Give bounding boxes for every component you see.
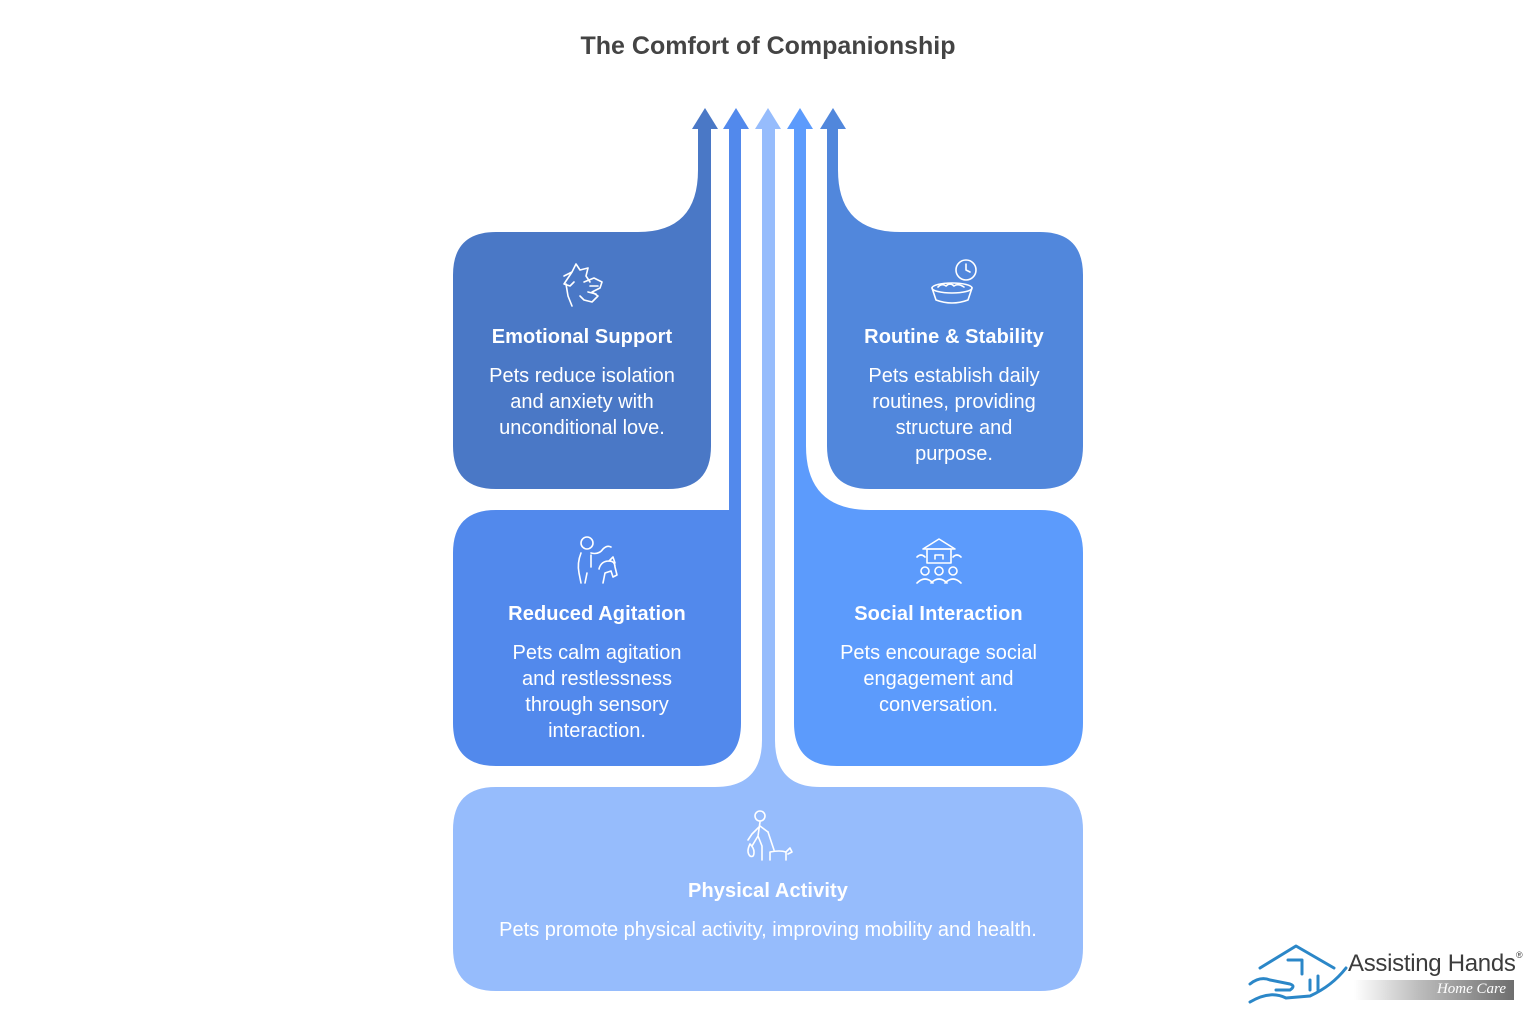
card-heading: Physical Activity <box>688 880 848 902</box>
card-description: Pets reduce isolation and anxiety with u… <box>489 365 675 439</box>
card-social-interaction: Social Interaction Pets encourage social… <box>794 533 1083 718</box>
logo-tagline: Home Care <box>1436 981 1506 997</box>
arrow-head-1 <box>692 108 718 129</box>
card-description: Pets establish daily routines, providing… <box>868 365 1040 465</box>
reduced-agitation-shape <box>453 128 741 766</box>
card-routine-stability: Routine & Stability Pets establish daily… <box>825 256 1083 467</box>
emotional-support-shape <box>453 128 711 489</box>
social-interaction-shape <box>794 128 1083 766</box>
card-description: Pets calm agitation and restlessness thr… <box>512 642 682 742</box>
arrow-head-2 <box>723 108 749 129</box>
group-house-icon <box>915 538 962 584</box>
card-heading: Emotional Support <box>491 326 673 348</box>
arrow-head-3 <box>755 108 781 129</box>
logo-registered: ® <box>1516 950 1523 960</box>
card-heading: Reduced Agitation <box>508 603 686 625</box>
food-bowl-clock-icon <box>931 259 977 304</box>
walking-dog-icon <box>747 810 793 861</box>
card-emotional-support: Emotional Support Pets reduce isolation … <box>453 256 711 441</box>
assisting-hands-logo: Assisting Hands ® Home Care <box>1246 940 1530 1008</box>
card-heading: Routine & Stability <box>864 326 1044 348</box>
arrow-head-4 <box>787 108 813 129</box>
logo-tag-bar: Home Care <box>1354 980 1514 1000</box>
card-physical-activity: Physical Activity Pets promote physical … <box>453 810 1083 943</box>
card-heading: Social Interaction <box>854 603 1023 625</box>
pet-hand-icon <box>563 263 603 307</box>
hand-house-icon <box>1248 944 1348 1004</box>
routine-stability-shape <box>827 128 1083 489</box>
physical-activity-shape <box>453 128 1083 991</box>
person-dog-icon <box>577 536 618 584</box>
arrow-head-5 <box>820 108 846 129</box>
card-reduced-agitation: Reduced Agitation Pets calm agitation an… <box>453 533 741 744</box>
logo-brand: Assisting Hands <box>1348 950 1516 977</box>
page-title: The Comfort of Companionship <box>580 32 956 60</box>
card-description: Pets promote physical activity, improvin… <box>499 919 1037 941</box>
card-description: Pets encourage social engagement and con… <box>840 642 1037 716</box>
